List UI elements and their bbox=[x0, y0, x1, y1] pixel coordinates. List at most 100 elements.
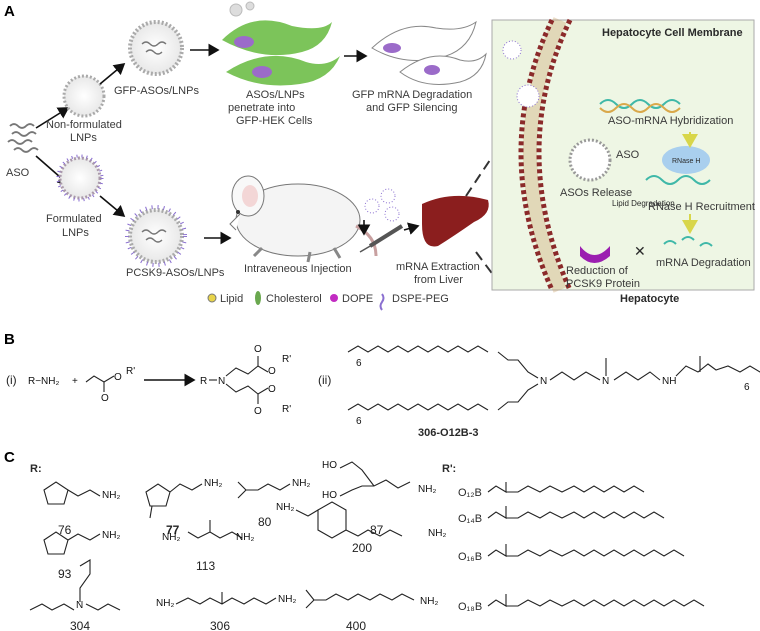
silencing-label-2: and GFP Silencing bbox=[366, 102, 458, 114]
amine-306-nh2-right: NH₂ bbox=[278, 594, 296, 605]
amine-306-structure bbox=[175, 592, 277, 605]
mouse-icon bbox=[229, 175, 378, 263]
amine-93-nh2: NH₂ bbox=[102, 530, 120, 541]
amine-76-structure bbox=[43, 481, 101, 505]
acrylate-o2: O bbox=[114, 372, 122, 383]
rnase-h-text: RNase H bbox=[672, 158, 700, 165]
legend: Lipid Cholesterol DOPE DSPE-PEG bbox=[207, 291, 449, 311]
formulated-label-2: LNPs bbox=[62, 227, 89, 239]
legend-lipid: Lipid bbox=[220, 293, 243, 305]
amine-304-structure bbox=[29, 559, 121, 611]
amine-306-label: 306 bbox=[210, 619, 230, 631]
mrna-extraction-label-1: mRNA Extraction bbox=[396, 261, 480, 273]
tail-o14b-structure bbox=[487, 506, 665, 519]
non-formulated-label-1: Non-formulated bbox=[46, 119, 122, 131]
amine-200-label: 200 bbox=[352, 541, 372, 555]
amine-113-nh2-right: NH₂ bbox=[236, 532, 254, 543]
penetrate-label-2: penetrate into bbox=[228, 102, 295, 114]
lipid-n2: N bbox=[602, 376, 609, 387]
reduction-label-1: Reduction of bbox=[566, 265, 629, 277]
rnase-h-icon: RNase H bbox=[662, 146, 710, 174]
rnase-recruit-label: RNase H Recruitment bbox=[648, 201, 755, 213]
formulated-label-1: Formulated bbox=[46, 213, 102, 225]
r-title: R: bbox=[30, 463, 42, 475]
gfp-aso-label: GFP-ASOs/LNPs bbox=[114, 85, 199, 97]
acrylate-structure bbox=[85, 375, 115, 392]
inhibit-mark-icon: ✕ bbox=[634, 243, 646, 259]
tail-o16b-label: O₁₆B bbox=[458, 551, 482, 563]
product-rprime-bot: R' bbox=[282, 404, 291, 415]
amine-77-nh2: NH₂ bbox=[204, 478, 222, 489]
amine-400-structure bbox=[305, 589, 415, 609]
amine-400-nh2: NH₂ bbox=[420, 596, 438, 607]
lipid-degradation-label: Lipid Degradation bbox=[612, 199, 675, 208]
amine-400-label: 400 bbox=[346, 619, 366, 631]
product-o-bot: O bbox=[254, 406, 262, 417]
legend-cholesterol: Cholesterol bbox=[266, 293, 322, 305]
amine-80-nh2: NH₂ bbox=[292, 478, 310, 489]
amine-87-ho1: HO bbox=[322, 460, 337, 471]
iv-injection-label: Intraveneous Injection bbox=[244, 263, 352, 275]
legend-dope: DOPE bbox=[342, 293, 373, 305]
silenced-cells-icon bbox=[371, 20, 487, 85]
aso-small-label: ASO bbox=[616, 149, 640, 161]
amine-200-structure bbox=[295, 501, 403, 539]
amine-306-nh2-left: NH₂ bbox=[156, 598, 174, 609]
amine-113-label: 113 bbox=[196, 559, 215, 573]
pcsk9-aso-label: PCSK9-ASOs/LNPs bbox=[126, 267, 225, 279]
amine-93-structure bbox=[43, 531, 101, 555]
mrna-helix-icon bbox=[599, 99, 681, 113]
amine-77-structure bbox=[145, 483, 203, 519]
syringe-icon bbox=[357, 188, 404, 253]
asos-release-label: ASOs Release bbox=[560, 187, 632, 199]
compound-name: 306-O12B-3 bbox=[418, 427, 479, 439]
tail-o16b-structure bbox=[487, 544, 685, 557]
aso-label: ASO bbox=[6, 167, 30, 179]
amine-87-label: 87 bbox=[370, 523, 384, 537]
amine-77-label: 77 bbox=[166, 523, 180, 537]
tail-o18b-structure bbox=[487, 594, 705, 607]
non-formulated-label-2: LNPs bbox=[70, 132, 97, 144]
reaction-i-label: (i) bbox=[6, 373, 17, 387]
legend-dspe: DSPE-PEG bbox=[392, 293, 449, 305]
tail-o14b-label: O₁₄B bbox=[458, 513, 482, 525]
amine-113-nh2-left: NH₂ bbox=[162, 532, 180, 543]
amine-87-nh2: NH₂ bbox=[418, 484, 436, 495]
liver-icon bbox=[422, 195, 489, 247]
amine-93-label: 93 bbox=[58, 567, 72, 581]
hepatocyte-label: Hepatocyte bbox=[620, 293, 679, 305]
gfp-aso-lnp-icon bbox=[128, 20, 184, 76]
product-rprime-top: R' bbox=[282, 354, 291, 365]
reduction-label-2: PCSK9 Protein bbox=[566, 278, 640, 290]
amine-80-structure bbox=[237, 481, 291, 499]
acrylate-rprime: R' bbox=[126, 366, 135, 377]
lipid-six-right: 6 bbox=[744, 382, 750, 393]
internal-lnp-icon bbox=[568, 138, 612, 182]
acrylate-o: O bbox=[101, 393, 109, 404]
arrow-to-liver bbox=[403, 222, 420, 235]
lipid-six-top: 6 bbox=[356, 358, 362, 369]
cell-membrane-bilayer bbox=[518, 17, 573, 293]
arrow-to-pcsk9-aso bbox=[99, 195, 126, 218]
gfp-hek-cells-icon bbox=[222, 1, 340, 86]
tail-o18b-label: O₁₈B bbox=[458, 601, 482, 613]
product-o-top2: O bbox=[268, 366, 276, 377]
product-r: R bbox=[200, 376, 207, 387]
membrane-title: Hepatocyte Cell Membrane bbox=[602, 27, 743, 39]
amine-200-nh2-left: NH₂ bbox=[276, 502, 294, 513]
degraded-mrna-icon bbox=[663, 236, 713, 247]
lipid-n1: N bbox=[540, 376, 547, 387]
reaction-ii-label: (ii) bbox=[318, 373, 331, 387]
product-o-top: O bbox=[254, 344, 262, 355]
lipid-306-o12b-3-structure bbox=[347, 345, 760, 411]
panel-c-label: C bbox=[4, 449, 15, 466]
amine-76-label: 76 bbox=[58, 523, 72, 537]
amine-87-structure bbox=[339, 461, 411, 497]
penetrate-label-3: GFP-HEK Cells bbox=[236, 115, 313, 127]
arrow-to-gfp-aso bbox=[99, 62, 126, 85]
silencing-label-1: GFP mRNA Degradation bbox=[352, 89, 472, 101]
lipid-nh: NH bbox=[662, 376, 676, 387]
tail-o12b-structure bbox=[487, 482, 645, 493]
product-n: N bbox=[218, 376, 225, 387]
